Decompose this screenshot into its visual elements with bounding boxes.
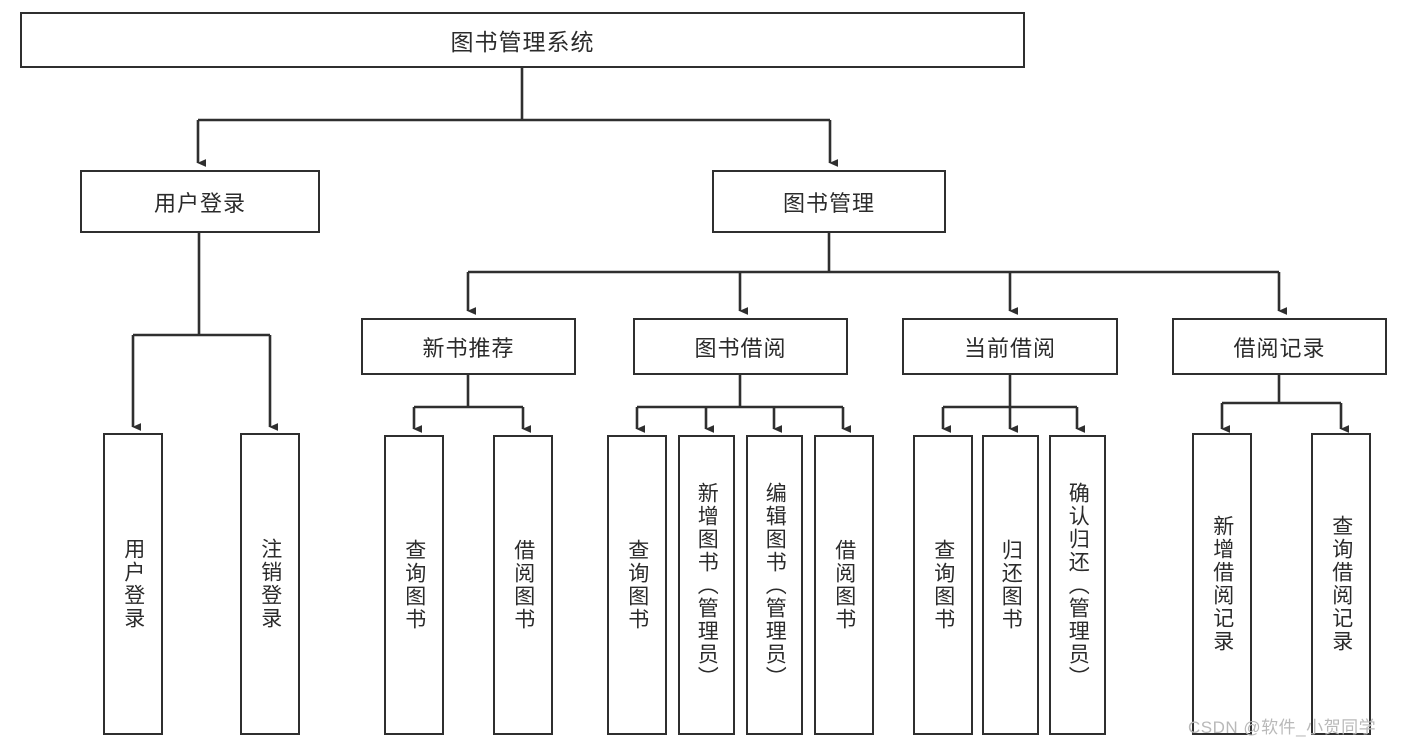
watermark: CSDN @软件_小贺同学 bbox=[1188, 718, 1377, 737]
leaf-label: 查询图书 bbox=[931, 539, 955, 631]
node-book-borrow[interactable]: 图书借阅 bbox=[633, 318, 848, 375]
leaf-label: 新增图书（管理员） bbox=[695, 481, 719, 689]
leaf-label: 归还图书 bbox=[999, 539, 1023, 631]
node-book-manage-label: 图书管理 bbox=[782, 190, 875, 216]
leaf-user-login-2[interactable]: 注销登录 bbox=[240, 433, 300, 735]
node-user-login[interactable]: 用户登录 bbox=[80, 170, 320, 233]
node-borrow-record-label: 借阅记录 bbox=[1233, 335, 1326, 361]
leaf-label: 查询图书 bbox=[402, 539, 426, 631]
leaf-label: 借阅图书 bbox=[832, 539, 856, 631]
leaf-label: 用户登录 bbox=[121, 538, 145, 630]
leaf-label: 注销登录 bbox=[258, 538, 282, 630]
leaf-book-borrow-2[interactable]: 新增图书（管理员） bbox=[678, 435, 735, 735]
leaf-borrow-record-2[interactable]: 查询借阅记录 bbox=[1311, 433, 1371, 735]
node-book-manage[interactable]: 图书管理 bbox=[712, 170, 946, 233]
node-user-login-label: 用户登录 bbox=[153, 190, 246, 216]
leaf-label: 新增借阅记录 bbox=[1210, 515, 1234, 653]
leaf-current-borrow-1[interactable]: 查询图书 bbox=[913, 435, 973, 735]
leaf-current-borrow-3[interactable]: 确认归还（管理员） bbox=[1049, 435, 1106, 735]
node-book-borrow-label: 图书借阅 bbox=[694, 335, 787, 361]
leaf-label: 查询借阅记录 bbox=[1329, 515, 1353, 653]
node-borrow-record[interactable]: 借阅记录 bbox=[1172, 318, 1387, 375]
leaf-user-login-1[interactable]: 用户登录 bbox=[103, 433, 163, 735]
node-current-borrow-label: 当前借阅 bbox=[963, 335, 1056, 361]
leaf-book-borrow-4[interactable]: 借阅图书 bbox=[814, 435, 874, 735]
leaf-label: 编辑图书（管理员） bbox=[763, 481, 787, 689]
leaf-book-borrow-3[interactable]: 编辑图书（管理员） bbox=[746, 435, 803, 735]
node-new-book-recommend[interactable]: 新书推荐 bbox=[361, 318, 576, 375]
leaf-borrow-record-1[interactable]: 新增借阅记录 bbox=[1192, 433, 1252, 735]
leaf-new-book-1[interactable]: 查询图书 bbox=[384, 435, 444, 735]
leaf-new-book-2[interactable]: 借阅图书 bbox=[493, 435, 553, 735]
node-current-borrow[interactable]: 当前借阅 bbox=[902, 318, 1118, 375]
node-new-book-recommend-label: 新书推荐 bbox=[422, 335, 515, 361]
leaf-label: 确认归还（管理员） bbox=[1066, 481, 1090, 689]
leaf-label: 查询图书 bbox=[625, 539, 649, 631]
leaf-book-borrow-1[interactable]: 查询图书 bbox=[607, 435, 667, 735]
leaf-current-borrow-2[interactable]: 归还图书 bbox=[982, 435, 1039, 735]
node-root-label: 图书管理系统 bbox=[450, 29, 595, 55]
node-root[interactable]: 图书管理系统 bbox=[20, 12, 1025, 68]
leaf-label: 借阅图书 bbox=[511, 539, 535, 631]
